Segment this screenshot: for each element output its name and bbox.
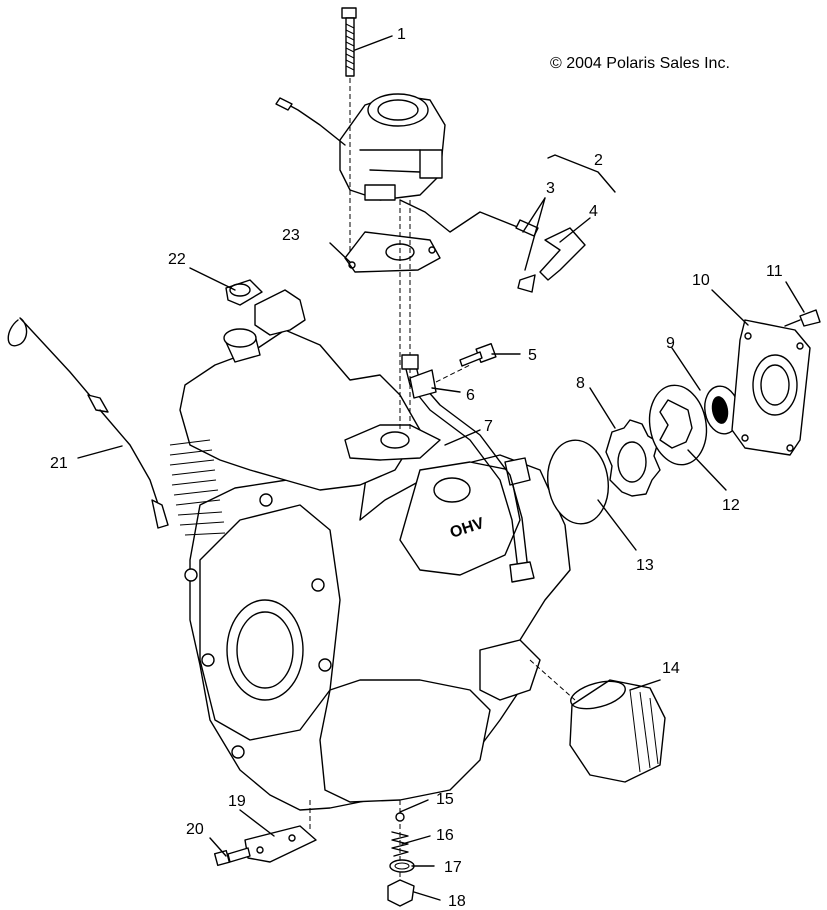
- bolt-11: [784, 309, 821, 327]
- carburetor: [275, 93, 446, 201]
- callout-10: 10: [692, 272, 710, 289]
- callout-numbers: 1 2 3 4 5 6 7 8 9 10 11 12 13 14 15 16 1…: [50, 26, 783, 910]
- bolt-20: [213, 847, 251, 867]
- callout-20: 20: [186, 821, 204, 838]
- engine-block: OHV: [169, 289, 571, 811]
- callout-8: 8: [576, 375, 585, 392]
- bolt-5: [459, 342, 497, 367]
- gasket-13: [547, 439, 609, 525]
- callout-4: 4: [589, 203, 598, 220]
- callout-7: 7: [484, 418, 493, 435]
- bolt-1: [341, 7, 357, 262]
- callout-1: 1: [397, 26, 406, 43]
- callout-23: 23: [282, 227, 300, 244]
- gear-8: [605, 419, 661, 497]
- gasket-23: [344, 231, 441, 273]
- callout-16: 16: [436, 827, 454, 844]
- callout-5: 5: [528, 347, 537, 364]
- callout-15: 15: [436, 791, 454, 808]
- leader-lines: [77, 35, 805, 901]
- callout-22: 22: [168, 251, 186, 268]
- cover-10: [731, 319, 811, 456]
- clamp-6: [409, 364, 471, 399]
- oil-filter-14: [529, 659, 666, 783]
- callout-13: 13: [636, 557, 654, 574]
- callout-6: 6: [466, 387, 475, 404]
- callout-9: 9: [666, 335, 675, 352]
- callout-12: 12: [722, 497, 740, 514]
- drain-stack: [387, 800, 415, 907]
- callout-14: 14: [662, 660, 680, 677]
- copyright-text: © 2004 Polaris Sales Inc.: [550, 55, 730, 72]
- dipstick-21: [7, 317, 169, 529]
- callout-11: 11: [766, 263, 783, 280]
- callout-3: 3: [546, 180, 555, 197]
- callout-18: 18: [448, 893, 466, 910]
- callout-17: 17: [444, 859, 462, 876]
- oil-cap-22: [225, 279, 263, 306]
- rotor-12: [648, 384, 708, 466]
- callout-21: 21: [50, 455, 68, 472]
- tube-7: [401, 354, 535, 583]
- callout-19: 19: [228, 793, 246, 810]
- vent-hose-4: [399, 199, 586, 293]
- callout-2: 2: [594, 152, 603, 169]
